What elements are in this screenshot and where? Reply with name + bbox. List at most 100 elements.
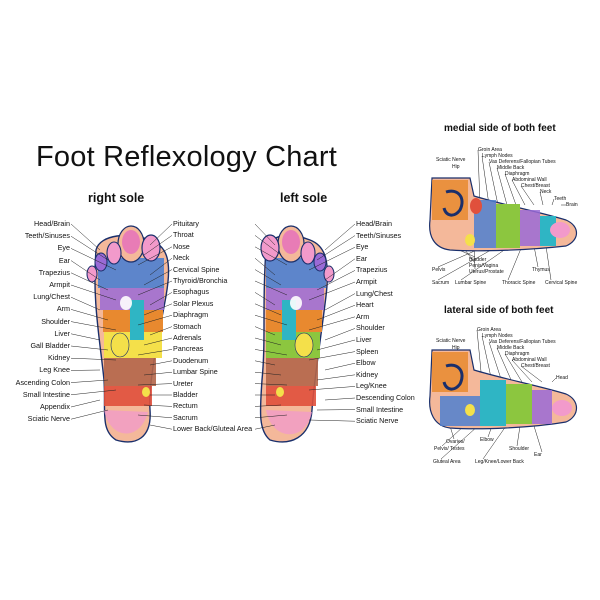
reflex-label: Neck	[173, 253, 190, 263]
reflex-label: Thoracic Spine	[502, 280, 536, 286]
reflex-label: Eye	[57, 243, 70, 253]
reflex-label: Ear	[356, 253, 368, 263]
reflex-label: Pelvis	[432, 267, 446, 273]
leader-line	[324, 293, 356, 311]
reflex-label: Chest/Breast	[521, 363, 550, 369]
leader-line	[316, 304, 356, 321]
reflex-label: Groin Area	[478, 147, 502, 153]
reflex-label: Sciatic Nerve	[356, 416, 399, 426]
leader-line	[539, 191, 544, 206]
leader-line	[254, 371, 282, 376]
lateral-foot	[429, 349, 578, 430]
leader-line	[324, 362, 356, 371]
reflex-label: Thyroid/Bronchia	[173, 276, 228, 285]
reflex-label: Armpit	[356, 277, 377, 286]
reflex-label: Brain	[566, 202, 578, 208]
reflex-label: Lumbar Spine	[173, 367, 218, 377]
reflex-label: Diaphragm	[505, 171, 530, 177]
reflex-label: Lower Back/Gluteal Area	[173, 424, 253, 434]
reflex-label: Vas Deferens/Fallopian Tubes	[489, 159, 556, 165]
leader-line	[70, 321, 117, 331]
leader-line	[308, 281, 356, 301]
leader-line	[149, 292, 173, 306]
leader-line	[143, 269, 173, 286]
leader-line	[254, 269, 282, 286]
leader-line	[511, 359, 533, 383]
leader-line	[137, 349, 173, 356]
leader-line	[254, 404, 282, 407]
leader-line	[533, 425, 543, 453]
reflex-label: Lung/Chest	[33, 292, 70, 302]
leader-line	[137, 246, 173, 266]
leader-line	[316, 270, 356, 291]
leader-line	[481, 155, 490, 206]
reflex-label: Cervical Spine	[173, 264, 220, 274]
reflex-label: Pelvis/ Testes	[434, 446, 465, 452]
leader-line	[533, 245, 539, 268]
leader-line	[70, 399, 101, 408]
reflex-label: Sciatic Nerve	[27, 414, 70, 424]
reflex-label: Ear	[58, 255, 70, 265]
leader-line	[308, 386, 356, 391]
reflex-label: Solar Plexus	[173, 298, 214, 308]
leader-line	[143, 371, 173, 376]
reflex-label: Shoulder	[509, 446, 530, 452]
reflex-label: Head/Brain	[356, 219, 392, 228]
reflex-label: Cervical Spine	[545, 280, 578, 286]
reflex-label: Thymus	[532, 267, 550, 273]
reflex-label: Sciatic Nerve	[436, 338, 466, 344]
leader-line	[496, 347, 513, 383]
reflex-label: Descending Colon	[356, 393, 415, 402]
medial-foot	[429, 177, 578, 252]
leader-line	[70, 223, 101, 251]
leader-line	[545, 245, 552, 281]
leader-line	[149, 424, 173, 430]
leader-line	[254, 414, 288, 419]
reflex-label: Liver	[356, 335, 372, 344]
reflex-label: Adrenals	[173, 333, 202, 342]
reflex-label: Shoulder	[356, 323, 385, 333]
leader-line	[254, 280, 288, 296]
reflex-label: Elbow	[356, 358, 376, 368]
leader-line	[551, 198, 555, 206]
leader-line	[70, 309, 109, 321]
leader-line	[254, 314, 288, 326]
leader-line	[70, 357, 117, 361]
reflex-label: Abdominal Wall	[512, 177, 547, 183]
leader-line	[308, 246, 356, 271]
leader-line	[254, 292, 276, 306]
reflex-label: Lymph Nodes	[482, 153, 513, 159]
leader-line	[316, 339, 356, 351]
reflex-label: Teeth	[554, 196, 567, 202]
leader-line	[496, 167, 508, 206]
reflex-label: Teeth/Sinuses	[356, 230, 402, 240]
reflex-label: Ascending Colon	[15, 377, 70, 387]
reflex-label: Penis/Vagina	[469, 263, 499, 269]
leader-line	[70, 235, 109, 261]
reflex-label: Teeth/Sinuses	[24, 231, 70, 241]
leader-line	[254, 246, 288, 266]
lateral-heading: lateral side of both feet	[444, 305, 554, 316]
leader-line	[254, 235, 282, 256]
leader-line	[254, 383, 288, 386]
reflex-label: Hip	[452, 164, 460, 170]
leader-line	[70, 272, 109, 291]
leader-line	[504, 353, 523, 383]
leader-line	[137, 314, 173, 326]
leader-line	[441, 425, 465, 447]
reflex-label: Throat	[173, 230, 194, 240]
leader-line	[70, 345, 109, 351]
reflex-label: Ovaries/	[446, 439, 465, 445]
reflex-label: Trapezius	[356, 265, 388, 275]
reflex-label: Ureter	[173, 378, 193, 388]
leader-line	[143, 337, 173, 346]
reflex-label: Head/Brain	[34, 219, 70, 228]
leader-line	[437, 245, 499, 281]
leader-line	[507, 245, 523, 281]
leader-line	[482, 425, 507, 460]
leader-line	[520, 185, 535, 206]
reflex-label: Arm	[56, 304, 70, 314]
leader-line	[70, 248, 117, 271]
leader-line	[149, 326, 173, 336]
left-sole-heading: left sole	[280, 191, 328, 205]
